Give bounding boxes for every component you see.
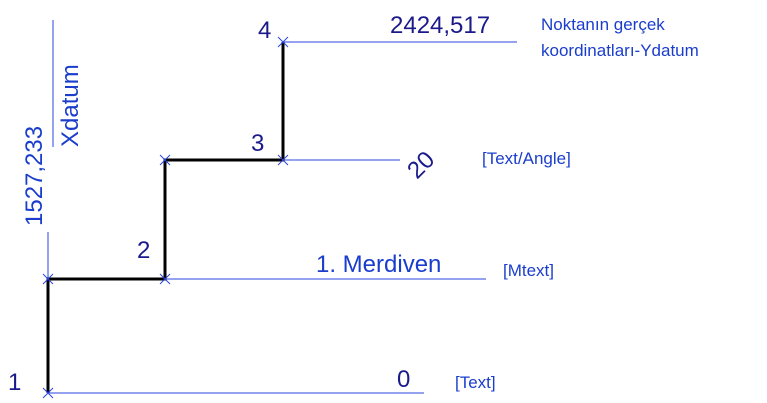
vertex-marker-3 xyxy=(277,154,289,166)
vertex-marker-corner xyxy=(42,273,54,285)
point-label-1: 1 xyxy=(8,369,21,396)
x-coordinate-text: 1527,233 xyxy=(21,126,48,226)
base-value-text: 0 xyxy=(397,366,410,393)
merdiven-text: 1. Merdiven xyxy=(316,251,441,278)
y-coordinate-text: 2424,517 xyxy=(390,12,490,39)
y-note-line1-text: Noktanın gerçek xyxy=(541,15,665,34)
merdiven-tag-text: [Mtext] xyxy=(503,261,554,280)
stair-polyline xyxy=(46,42,285,393)
vertex-marker-1 xyxy=(42,387,54,399)
reference-lines xyxy=(47,20,517,394)
vertex-marker-4 xyxy=(277,36,289,48)
vertex-marker-2 xyxy=(159,273,171,285)
point-label-2: 2 xyxy=(137,237,150,264)
angle-value-text: 20 xyxy=(402,146,440,184)
angle-tag-text: [Text/Angle] xyxy=(482,149,571,168)
vertex-marker-2b xyxy=(159,154,171,166)
point-label-4: 4 xyxy=(258,17,271,44)
y-note-line2-text: koordinatları-Ydatum xyxy=(541,41,699,60)
x-datum-text: Xdatum xyxy=(57,64,84,147)
point-label-3: 3 xyxy=(251,130,264,157)
base-tag-text: [Text] xyxy=(455,373,496,392)
vertex-markers xyxy=(42,36,289,399)
